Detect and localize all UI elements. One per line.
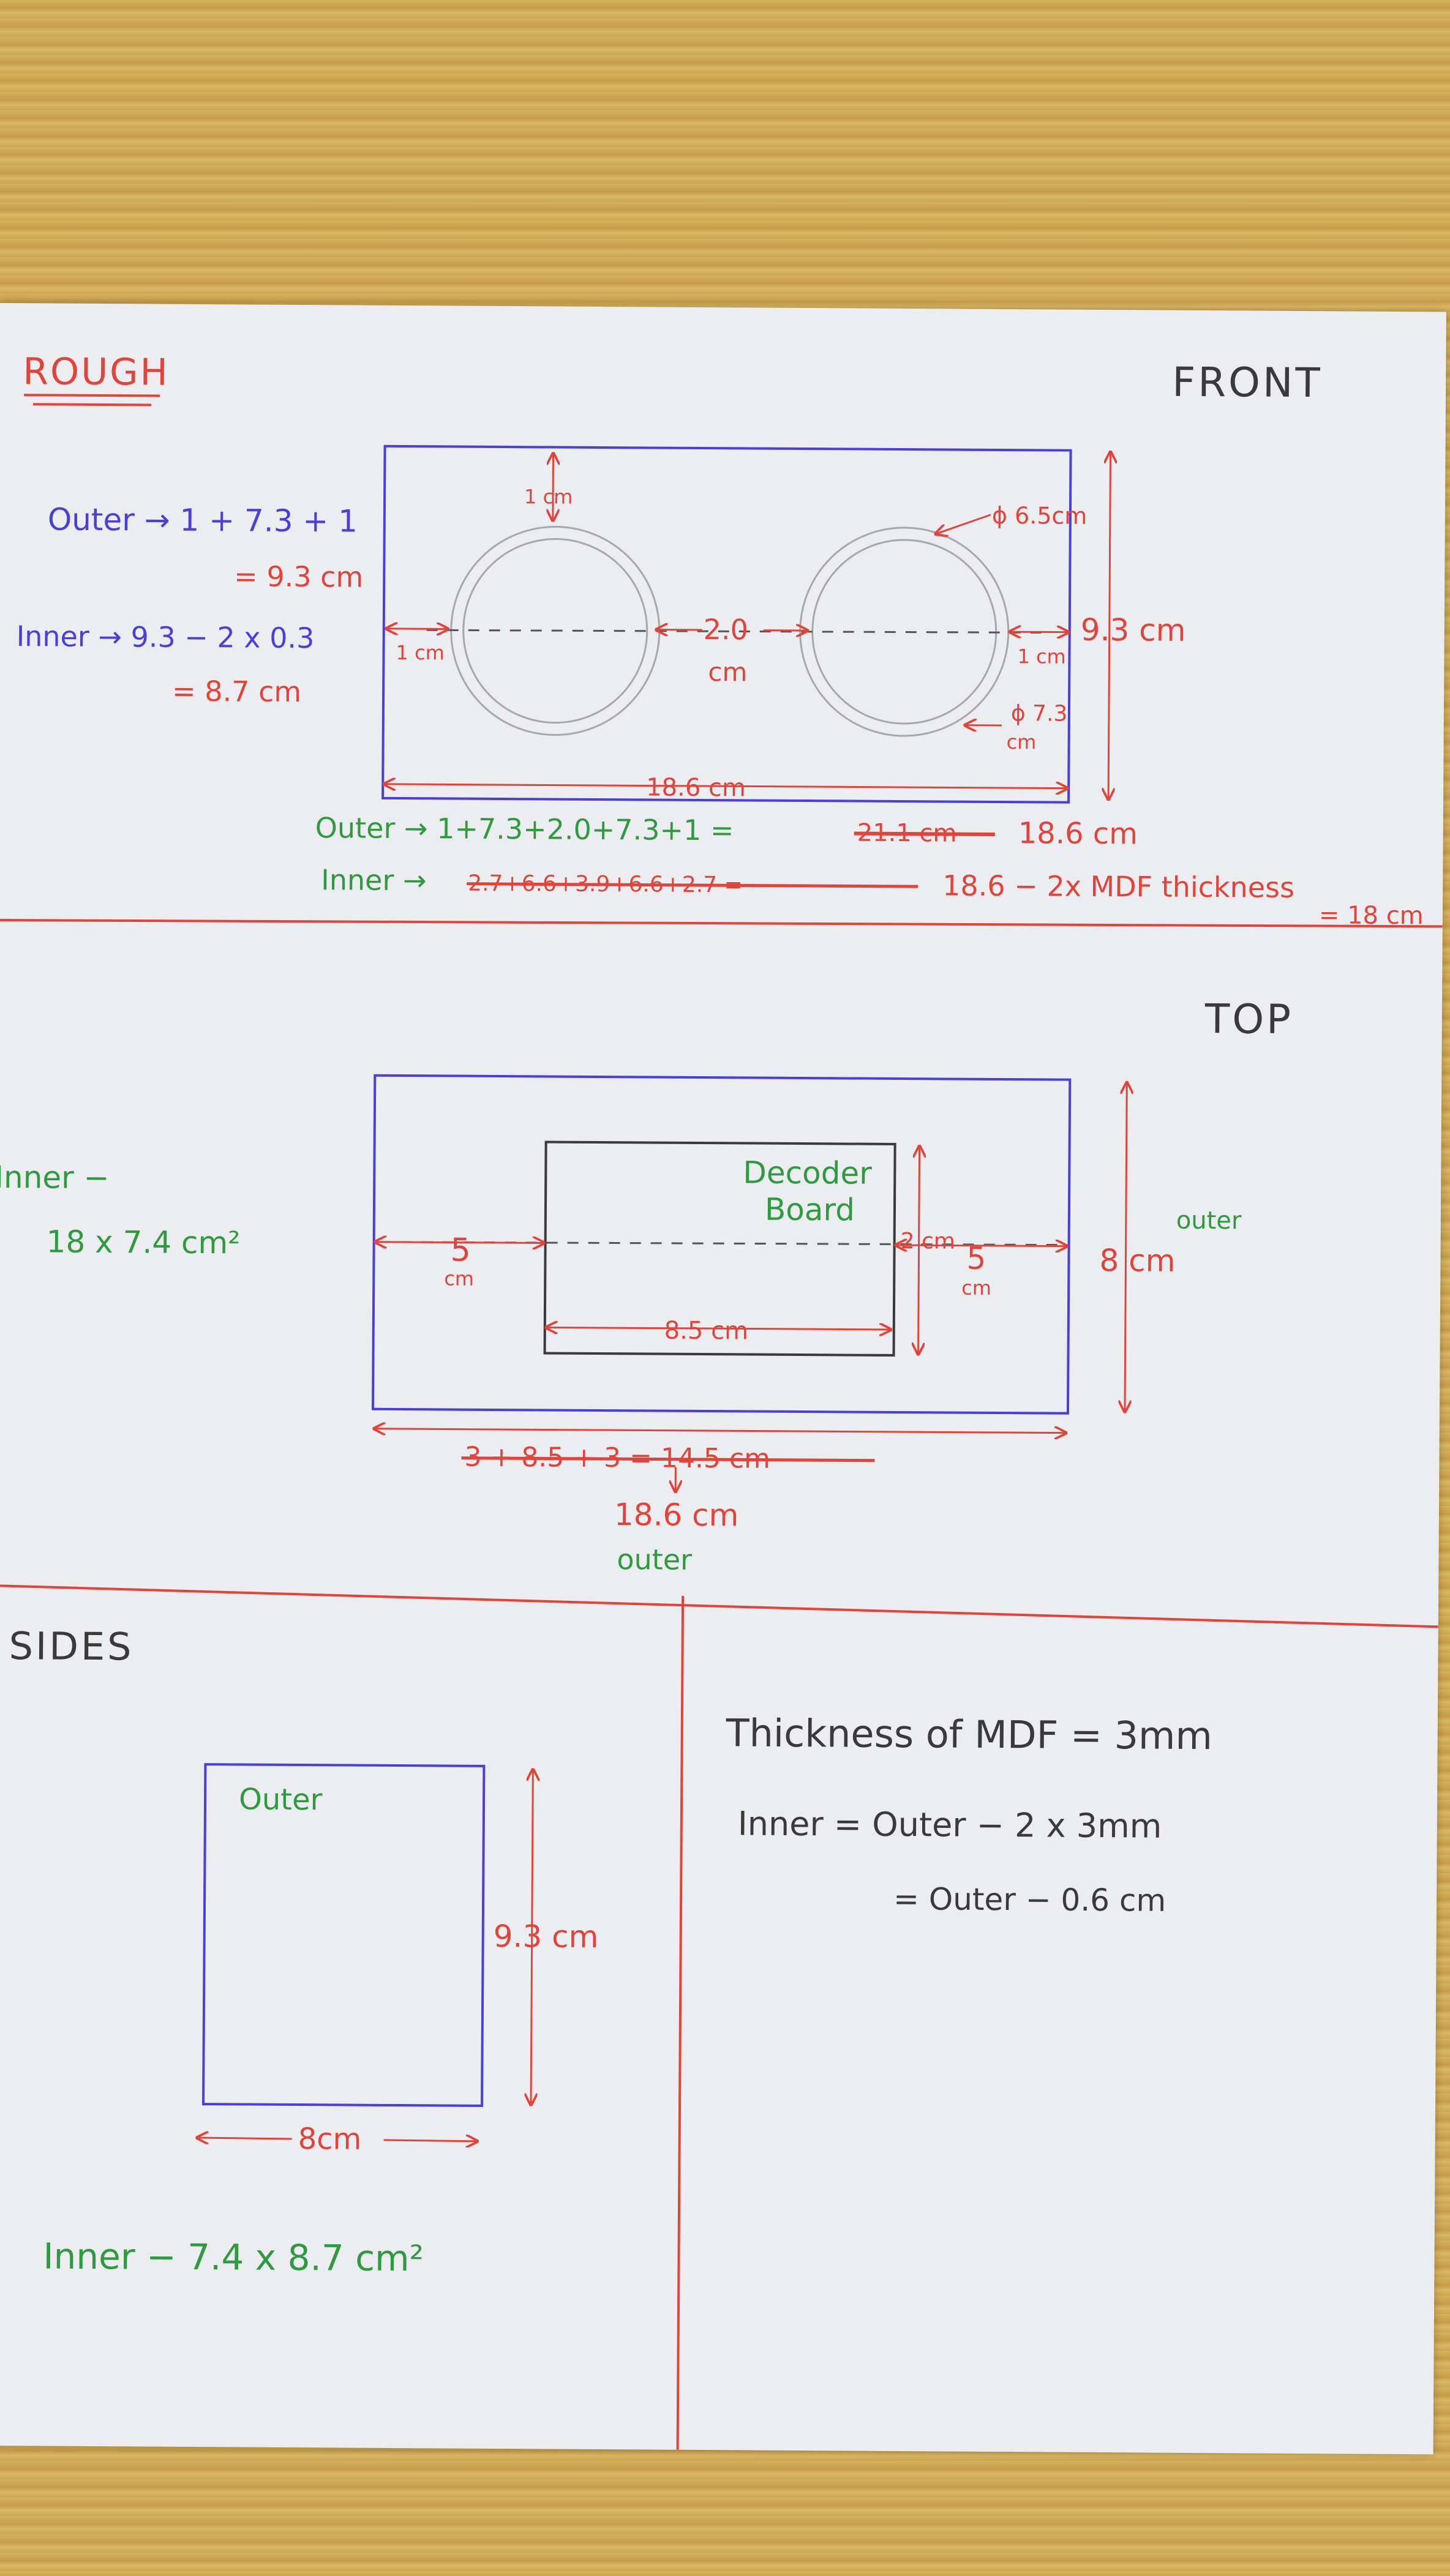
top-width-result: 18.6 cm: [614, 1497, 739, 1533]
sides-heading: SIDES: [9, 1623, 133, 1669]
top-left-gap-unit: cm: [444, 1267, 474, 1290]
board-width-label: 8.5 cm: [664, 1317, 749, 1346]
top-depth-label: 8 cm: [1099, 1243, 1175, 1279]
side-width-gap: [291, 2127, 384, 2153]
decoder-label-1: Decoder: [743, 1155, 872, 1191]
top-gap-arrow: [553, 454, 554, 521]
dia-inner-unit: cm: [1007, 730, 1037, 754]
side-height-arrow: [531, 1769, 533, 2105]
top-width-arrow: [374, 1429, 1066, 1433]
inner-result-note: = Outer − 0.6 cm: [893, 1881, 1166, 1919]
outer-width-result: 18.6 cm: [1018, 816, 1138, 851]
right-gap-label: 1 cm: [1017, 645, 1066, 668]
dia-outer-leader: [936, 514, 991, 534]
front-heading: FRONT: [1172, 359, 1323, 406]
mid-gap-label: 2.0: [704, 613, 748, 646]
top-inner-label: Inner −: [0, 1159, 110, 1196]
top-inner-dims: 18 x 7.4 cm²: [46, 1224, 240, 1260]
inner-height-result: = 8.7 cm: [172, 675, 301, 708]
mid-gap-unit: cm: [708, 657, 747, 687]
section-divider-2: [0, 1584, 1438, 1628]
outer-width-calc: Outer → 1+7.3+2.0+7.3+1 =: [315, 811, 734, 847]
rough-underline-2: [32, 403, 151, 406]
side-inner-dims: Inner − 7.4 x 8.7 cm²: [43, 2235, 424, 2279]
section-divider-1: [0, 918, 1443, 928]
front-width-label: 18.6 cm: [646, 773, 746, 802]
board-width-arrow: [546, 1327, 891, 1329]
inner-formula-note: Inner = Outer − 2 x 3mm: [738, 1804, 1162, 1845]
board-height-label: 2 cm: [901, 1229, 955, 1254]
mdf-thickness-note: Thickness of MDF = 3mm: [726, 1710, 1213, 1758]
top-left-gap-arrow: [375, 1242, 544, 1243]
inner-width-strike: [467, 882, 918, 888]
dia-inner-label: ϕ 7.3: [1011, 701, 1068, 727]
inner-height-calc: Inner → 9.3 − 2 x 0.3: [17, 620, 315, 654]
decoder-label-2: Board: [765, 1192, 855, 1228]
top-right-gap-label: 5: [966, 1241, 986, 1276]
side-outer-label: Outer: [239, 1782, 323, 1817]
top-right-gap-unit: cm: [961, 1276, 991, 1300]
top-left-gap-label: 5: [450, 1232, 470, 1269]
front-height-label: 9.3 cm: [1081, 612, 1186, 648]
left-speaker-inner-circle: [462, 538, 648, 724]
front-width-arrow: [384, 784, 1067, 788]
front-centerline: [426, 629, 1051, 634]
top-heading: TOP: [1204, 995, 1294, 1043]
outer-height-calc: Outer → 1 + 7.3 + 1: [48, 501, 358, 539]
rough-heading: ROUGH: [23, 350, 170, 394]
front-height-arrow: [1108, 452, 1110, 799]
paper-sheet: ROUGH FRONT 1 cm 1 cm 2.0 cm 1 cm ϕ 6.5c…: [0, 303, 1446, 2455]
inner-width-label: Inner →: [321, 863, 427, 897]
outer-height-result: = 9.3 cm: [234, 560, 363, 593]
inner-width-calc: 18.6 − 2x MDF thickness: [942, 869, 1294, 904]
left-gap-label: 1 cm: [396, 641, 445, 664]
dia-outer-label: ϕ 6.5cm: [992, 502, 1088, 530]
top-width-outer: outer: [617, 1543, 692, 1576]
top-struck-line: [461, 1456, 875, 1462]
side-height-label: 9.3 cm: [494, 1919, 599, 1955]
sketch-canvas: ROUGH FRONT 1 cm 1 cm 2.0 cm 1 cm ϕ 6.5c…: [0, 350, 1443, 2450]
section-divider-vertical: [676, 1595, 685, 2450]
top-outer-label: outer: [1176, 1207, 1242, 1235]
top-depth-arrow: [1125, 1082, 1127, 1412]
side-width-label: 8cm: [298, 2122, 362, 2157]
top-right-gap-arrow: [896, 1245, 1067, 1246]
side-outer-rect: [202, 1763, 486, 2107]
top-gap-label: 1 cm: [524, 485, 573, 508]
